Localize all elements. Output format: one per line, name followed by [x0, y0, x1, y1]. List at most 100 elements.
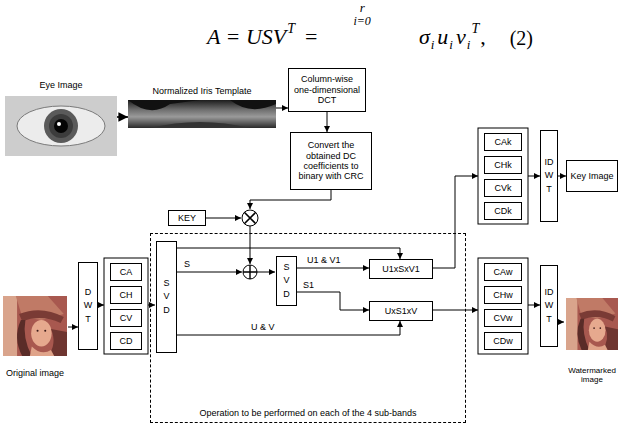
- eye-white: [17, 106, 105, 146]
- node-label: KEY: [178, 213, 196, 223]
- subband-box: CDk: [484, 202, 522, 220]
- picture-ground: [3, 296, 67, 356]
- subband-box: CV: [110, 309, 142, 327]
- equation-term: i=0: [353, 15, 370, 27]
- picture-eye: [593, 327, 595, 329]
- highlight: [57, 122, 61, 126]
- subband-box: CD: [110, 332, 142, 350]
- connector: [558, 176, 566, 177]
- subband-box: CAw: [484, 263, 522, 281]
- dwt-box: DWT: [78, 262, 98, 350]
- picture-hair: [577, 319, 589, 350]
- text-group: Original image: [6, 368, 64, 378]
- wire: [432, 176, 478, 268]
- subband-box: CHk: [484, 156, 522, 174]
- node-label: CDw: [493, 336, 513, 346]
- signal-label: U1 & V1: [306, 256, 342, 266]
- node-label: CHw: [493, 290, 513, 300]
- eye-skin: [5, 96, 117, 156]
- multiply-circle: [242, 210, 258, 226]
- picture-eye: [44, 330, 46, 332]
- svd-box: SVD: [276, 256, 297, 306]
- node-label: IDWT: [545, 286, 554, 327]
- eye-image: Eye Image: [5, 80, 117, 158]
- connector: [177, 321, 400, 335]
- node-label: CA: [120, 267, 133, 277]
- equation-term: T: [287, 22, 295, 36]
- node-label: U1xSxV1: [382, 264, 420, 274]
- text-group: SVD: [282, 261, 291, 302]
- node-label: DWT: [84, 286, 93, 327]
- wire: [528, 305, 540, 306]
- node-label: CVk: [494, 183, 511, 193]
- original-picture: [3, 296, 67, 356]
- product-box: U1xSxV1: [369, 259, 433, 279]
- wire: [250, 190, 331, 209]
- node-label: CDk: [494, 206, 512, 216]
- wire: [206, 218, 241, 219]
- watermarked-image: Watermarked image: [564, 298, 620, 384]
- template-dark: [230, 100, 276, 109]
- add-cross: [243, 265, 257, 279]
- text-group: CAw: [494, 267, 513, 277]
- picture-face: [31, 320, 51, 346]
- signal-label: S1: [302, 281, 315, 291]
- iris-template-picture: [128, 100, 276, 128]
- text-group: UxS1xV: [385, 306, 418, 316]
- text-group: Eye Image: [39, 80, 82, 90]
- key-box: KEY: [168, 210, 206, 226]
- text-group: IDWT: [545, 286, 554, 327]
- node-label: CAw: [494, 267, 513, 277]
- subband-group: [478, 128, 528, 224]
- node-label: Normalized Iris Template: [153, 86, 252, 96]
- node-label: CH: [120, 290, 133, 300]
- process-box: Column-wise one-dimensional DCT: [288, 68, 366, 112]
- node-label: IDWT: [545, 156, 554, 197]
- node-label: UxS1xV: [385, 306, 418, 316]
- eye-picture: [5, 96, 117, 156]
- text-group: CHw: [493, 290, 513, 300]
- output-box: Key Image: [566, 160, 618, 192]
- picture-ground: [566, 298, 618, 350]
- connector: [558, 322, 564, 323]
- picture-shoulder: [30, 346, 54, 356]
- iris: [44, 109, 78, 143]
- connector: [297, 292, 369, 310]
- picture-shoulder: [588, 342, 608, 350]
- text-group: Operation to be performed on each of the…: [199, 408, 416, 418]
- equation-term: u: [437, 26, 448, 48]
- pupil: [54, 119, 68, 133]
- node-label: Original image: [6, 368, 64, 378]
- wire: [528, 176, 540, 177]
- add-circle: [243, 265, 257, 279]
- connector: [297, 268, 369, 269]
- picture-light: [566, 298, 577, 350]
- text-group: IDWT: [545, 156, 554, 197]
- subband-box: CHw: [484, 286, 522, 304]
- subband-box: CDw: [484, 332, 522, 350]
- text-group: Key Image: [570, 171, 613, 181]
- wire: [176, 272, 242, 273]
- idwt-box: IDWT: [540, 265, 558, 347]
- subband-box: CA: [110, 263, 142, 281]
- equation-term: (2): [510, 28, 533, 48]
- add-symbol: [243, 265, 257, 279]
- template-band: [128, 100, 276, 128]
- text-group: CHk: [494, 160, 512, 170]
- wire: [250, 226, 251, 264]
- wire: [98, 305, 104, 306]
- connector: [117, 116, 128, 118]
- subband-box: CVw: [484, 309, 522, 327]
- picture-hair: [17, 320, 32, 356]
- equation-term: i: [449, 38, 453, 51]
- text-group: SVD: [162, 277, 171, 318]
- watermarked-picture: [566, 298, 618, 350]
- subband-box: CAk: [484, 133, 522, 151]
- node-label: Convert the obtained DC coefficients to …: [294, 140, 368, 181]
- text-group: U1xSxV1: [382, 264, 420, 274]
- text-group: Column-wise one-dimensional DCT: [292, 74, 362, 105]
- node-label: Operation to be performed on each of the…: [199, 408, 416, 418]
- equation-term: v: [456, 26, 466, 48]
- product-box: UxS1xV: [369, 301, 433, 321]
- connector: [327, 112, 328, 132]
